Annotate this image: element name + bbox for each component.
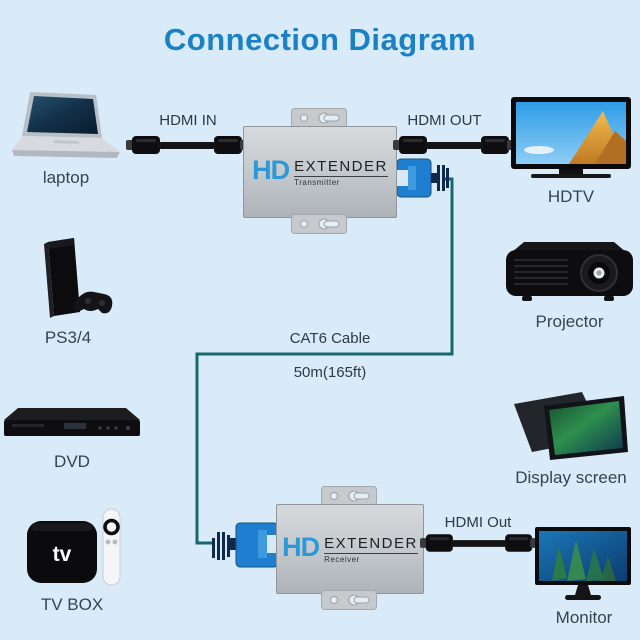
mounting-bracket-icon xyxy=(321,486,377,506)
projector-device: Projector xyxy=(502,238,637,332)
ps-label: PS3/4 xyxy=(44,328,92,347)
rj45-connector-tx-icon xyxy=(397,158,449,198)
projector-icon xyxy=(506,242,633,301)
cat6-cable-label: CAT6 Cable xyxy=(289,330,371,347)
tv-box-icon: tv xyxy=(27,508,121,586)
cable-length-label: 50m(165ft) xyxy=(293,364,367,381)
monitor-device: Monitor xyxy=(532,526,636,628)
tvbox-device: tv TV BOX xyxy=(20,505,124,615)
page-title: Connection Diagram xyxy=(163,22,477,57)
hdmi-out-label: HDMI OUT xyxy=(407,112,482,129)
hdtv-icon xyxy=(511,97,631,178)
dvd-label: DVD xyxy=(54,452,90,471)
transmitter-body: HD EXTENDER Transmitter xyxy=(243,126,397,218)
projector-label: Projector xyxy=(535,312,604,331)
transmitter-product-name: EXTENDER xyxy=(294,157,388,177)
mounting-bracket-icon xyxy=(291,108,347,128)
hdmi-out-receiver-cable-icon xyxy=(420,534,538,552)
receiver-body: HD EXTENDER Receiver xyxy=(276,504,424,594)
receiver-product-name: EXTENDER xyxy=(324,534,418,554)
receiver-unit: HD EXTENDER Receiver xyxy=(276,486,424,620)
laptop-icon xyxy=(12,92,120,158)
rj45-connector-rx-icon xyxy=(212,522,279,568)
laptop-device: laptop xyxy=(8,92,124,188)
hdtv-device: HDTV xyxy=(510,97,632,207)
dvd-device: DVD xyxy=(2,404,142,472)
dvd-player-icon xyxy=(4,408,140,436)
display-screen-device: Display screen xyxy=(508,390,634,488)
ps-device: PS3/4 xyxy=(16,236,120,348)
receiver-role: Receiver xyxy=(324,554,360,564)
hdmi-out-cable-icon xyxy=(393,136,515,154)
hdmi-out-receiver-label: HDMI Out xyxy=(444,514,512,531)
monitor-icon xyxy=(535,527,631,600)
transmitter-role: Transmitter xyxy=(294,177,340,187)
hdtv-label: HDTV xyxy=(547,187,595,206)
display-screen-label: Display screen xyxy=(515,468,627,487)
display-screen-icon xyxy=(514,392,628,460)
hd-logo: HD xyxy=(282,531,320,562)
mounting-bracket-icon xyxy=(321,590,377,610)
tvbox-badge: tv xyxy=(53,543,72,566)
tvbox-label: TV BOX xyxy=(40,595,104,614)
monitor-label: Monitor xyxy=(555,608,613,627)
game-console-icon xyxy=(44,238,113,318)
laptop-label: laptop xyxy=(42,168,90,187)
transmitter-unit: HD EXTENDER Transmitter xyxy=(243,108,397,242)
mounting-bracket-icon xyxy=(291,214,347,234)
hdmi-in-cable-icon xyxy=(126,136,248,154)
hd-logo: HD xyxy=(252,154,290,185)
hdmi-in-label: HDMI IN xyxy=(159,112,217,129)
